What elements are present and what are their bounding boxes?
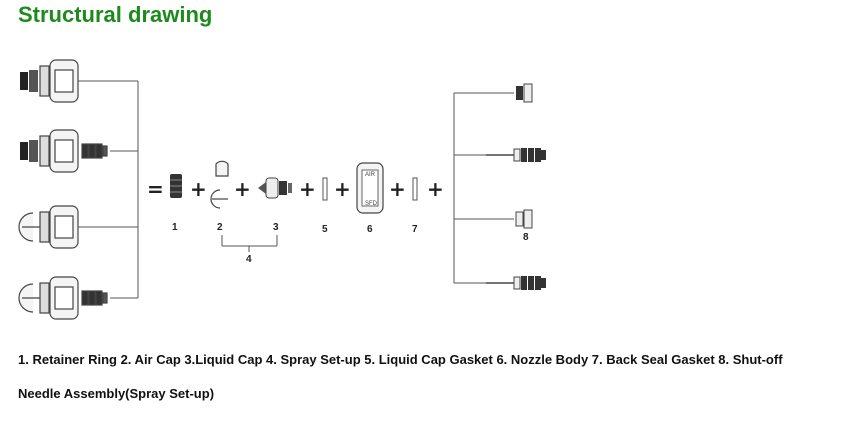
plus-sign: + <box>389 177 406 201</box>
part-label-7: 7 <box>412 224 418 235</box>
legend-line-1: 1. Retainer Ring 2. Air Cap 3.Liquid Cap… <box>18 352 783 367</box>
spray-setup-bracket <box>221 235 278 252</box>
nozzle-body-top-label: AIR <box>365 172 376 178</box>
left-bracket <box>78 80 139 299</box>
needle-assembly-4 <box>486 276 546 290</box>
part-back-seal-gasket <box>412 177 418 201</box>
part-air-cap <box>210 160 229 209</box>
plus-sign: + <box>234 177 251 201</box>
part-label-2: 2 <box>217 222 223 233</box>
plus-sign: + <box>334 177 351 201</box>
assembly-1 <box>20 59 79 103</box>
needle-assembly-3 <box>515 209 533 229</box>
equals-sign: = <box>147 177 164 201</box>
structural-diagram: = + + + + AIR SFD + + <box>18 59 546 320</box>
needle-assembly-1 <box>516 83 533 103</box>
part-label-8: 8 <box>523 232 529 243</box>
assembly-3 <box>18 205 79 249</box>
part-label-1: 1 <box>172 222 178 233</box>
plus-sign: + <box>299 177 316 201</box>
assembly-4 <box>18 276 108 320</box>
nozzle-body-bottom-label: SFD <box>365 201 378 207</box>
assembly-2 <box>20 129 108 173</box>
right-bracket <box>453 92 514 284</box>
part-label-4: 4 <box>246 254 252 265</box>
part-label-6: 6 <box>367 224 373 235</box>
legend-line-2: Needle Assembly(Spray Set-up) <box>18 386 215 401</box>
needle-assembly-2 <box>486 148 546 162</box>
part-label-3: 3 <box>273 222 279 233</box>
plus-sign: + <box>190 177 207 201</box>
part-liquid-cap <box>258 177 292 199</box>
page-title: Structural drawing <box>18 2 213 27</box>
part-retainer-ring <box>170 174 182 198</box>
part-label-5: 5 <box>322 224 328 235</box>
part-liquid-cap-gasket <box>322 177 328 201</box>
part-nozzle-body: AIR SFD <box>356 162 384 214</box>
plus-sign: + <box>427 177 444 201</box>
